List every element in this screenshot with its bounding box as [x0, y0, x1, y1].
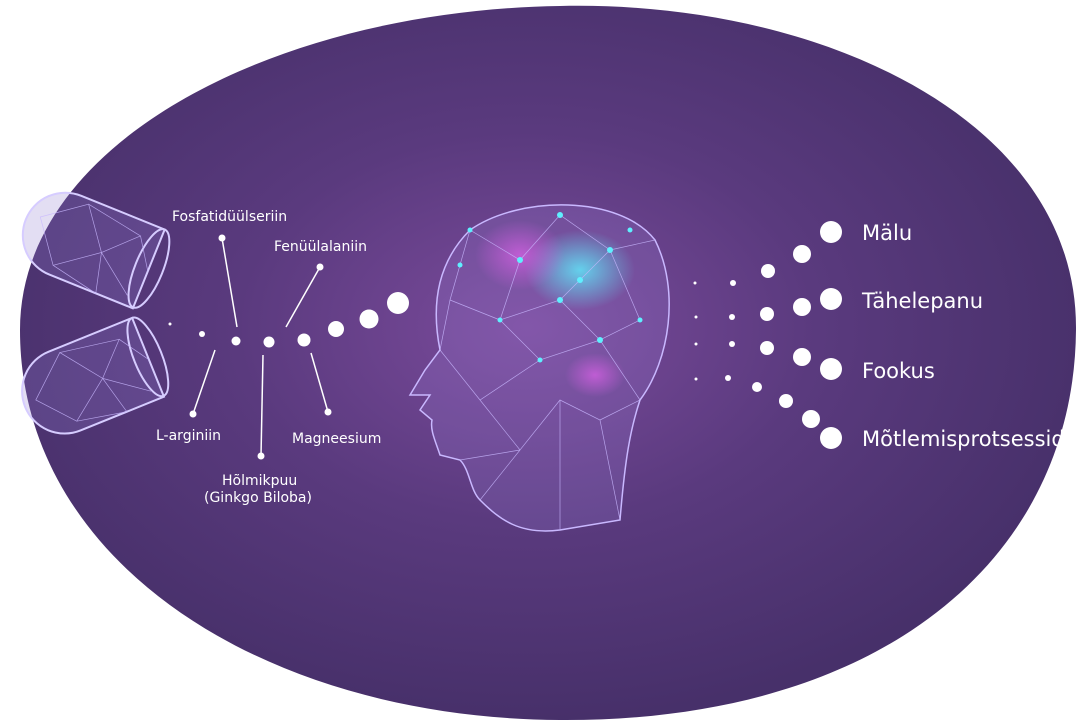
ingredient-connectors: [189, 234, 332, 460]
benefit-motlemisprotsessid: Mõtlemisprotsessid: [862, 427, 1065, 451]
ingredient-dot-trail: [168, 292, 409, 348]
label-holmikpuu: Hõlmikpuu: [222, 473, 297, 489]
label-l-arginiin: L-arginiin: [156, 428, 221, 444]
capsule-top-icon: [21, 191, 171, 310]
benefit-tahelepanu: Tähelepanu: [861, 289, 983, 313]
label-fenyylalaniin: Fenüülalaniin: [274, 239, 367, 255]
benefit-dot-arcs: [693, 221, 842, 449]
label-magneesium: Magneesium: [292, 431, 381, 447]
label-ginkgo-biloba: (Ginkgo Biloba): [204, 490, 312, 506]
capsule-bottom-icon: [21, 316, 170, 435]
label-fosfatidyylseriin: Fosfatidüülseriin: [172, 209, 287, 225]
benefit-malu: Mälu: [862, 221, 912, 245]
background-ellipse: [20, 5, 1077, 721]
benefit-fookus: Fookus: [862, 359, 935, 383]
wireframe-head-icon: [408, 204, 670, 532]
